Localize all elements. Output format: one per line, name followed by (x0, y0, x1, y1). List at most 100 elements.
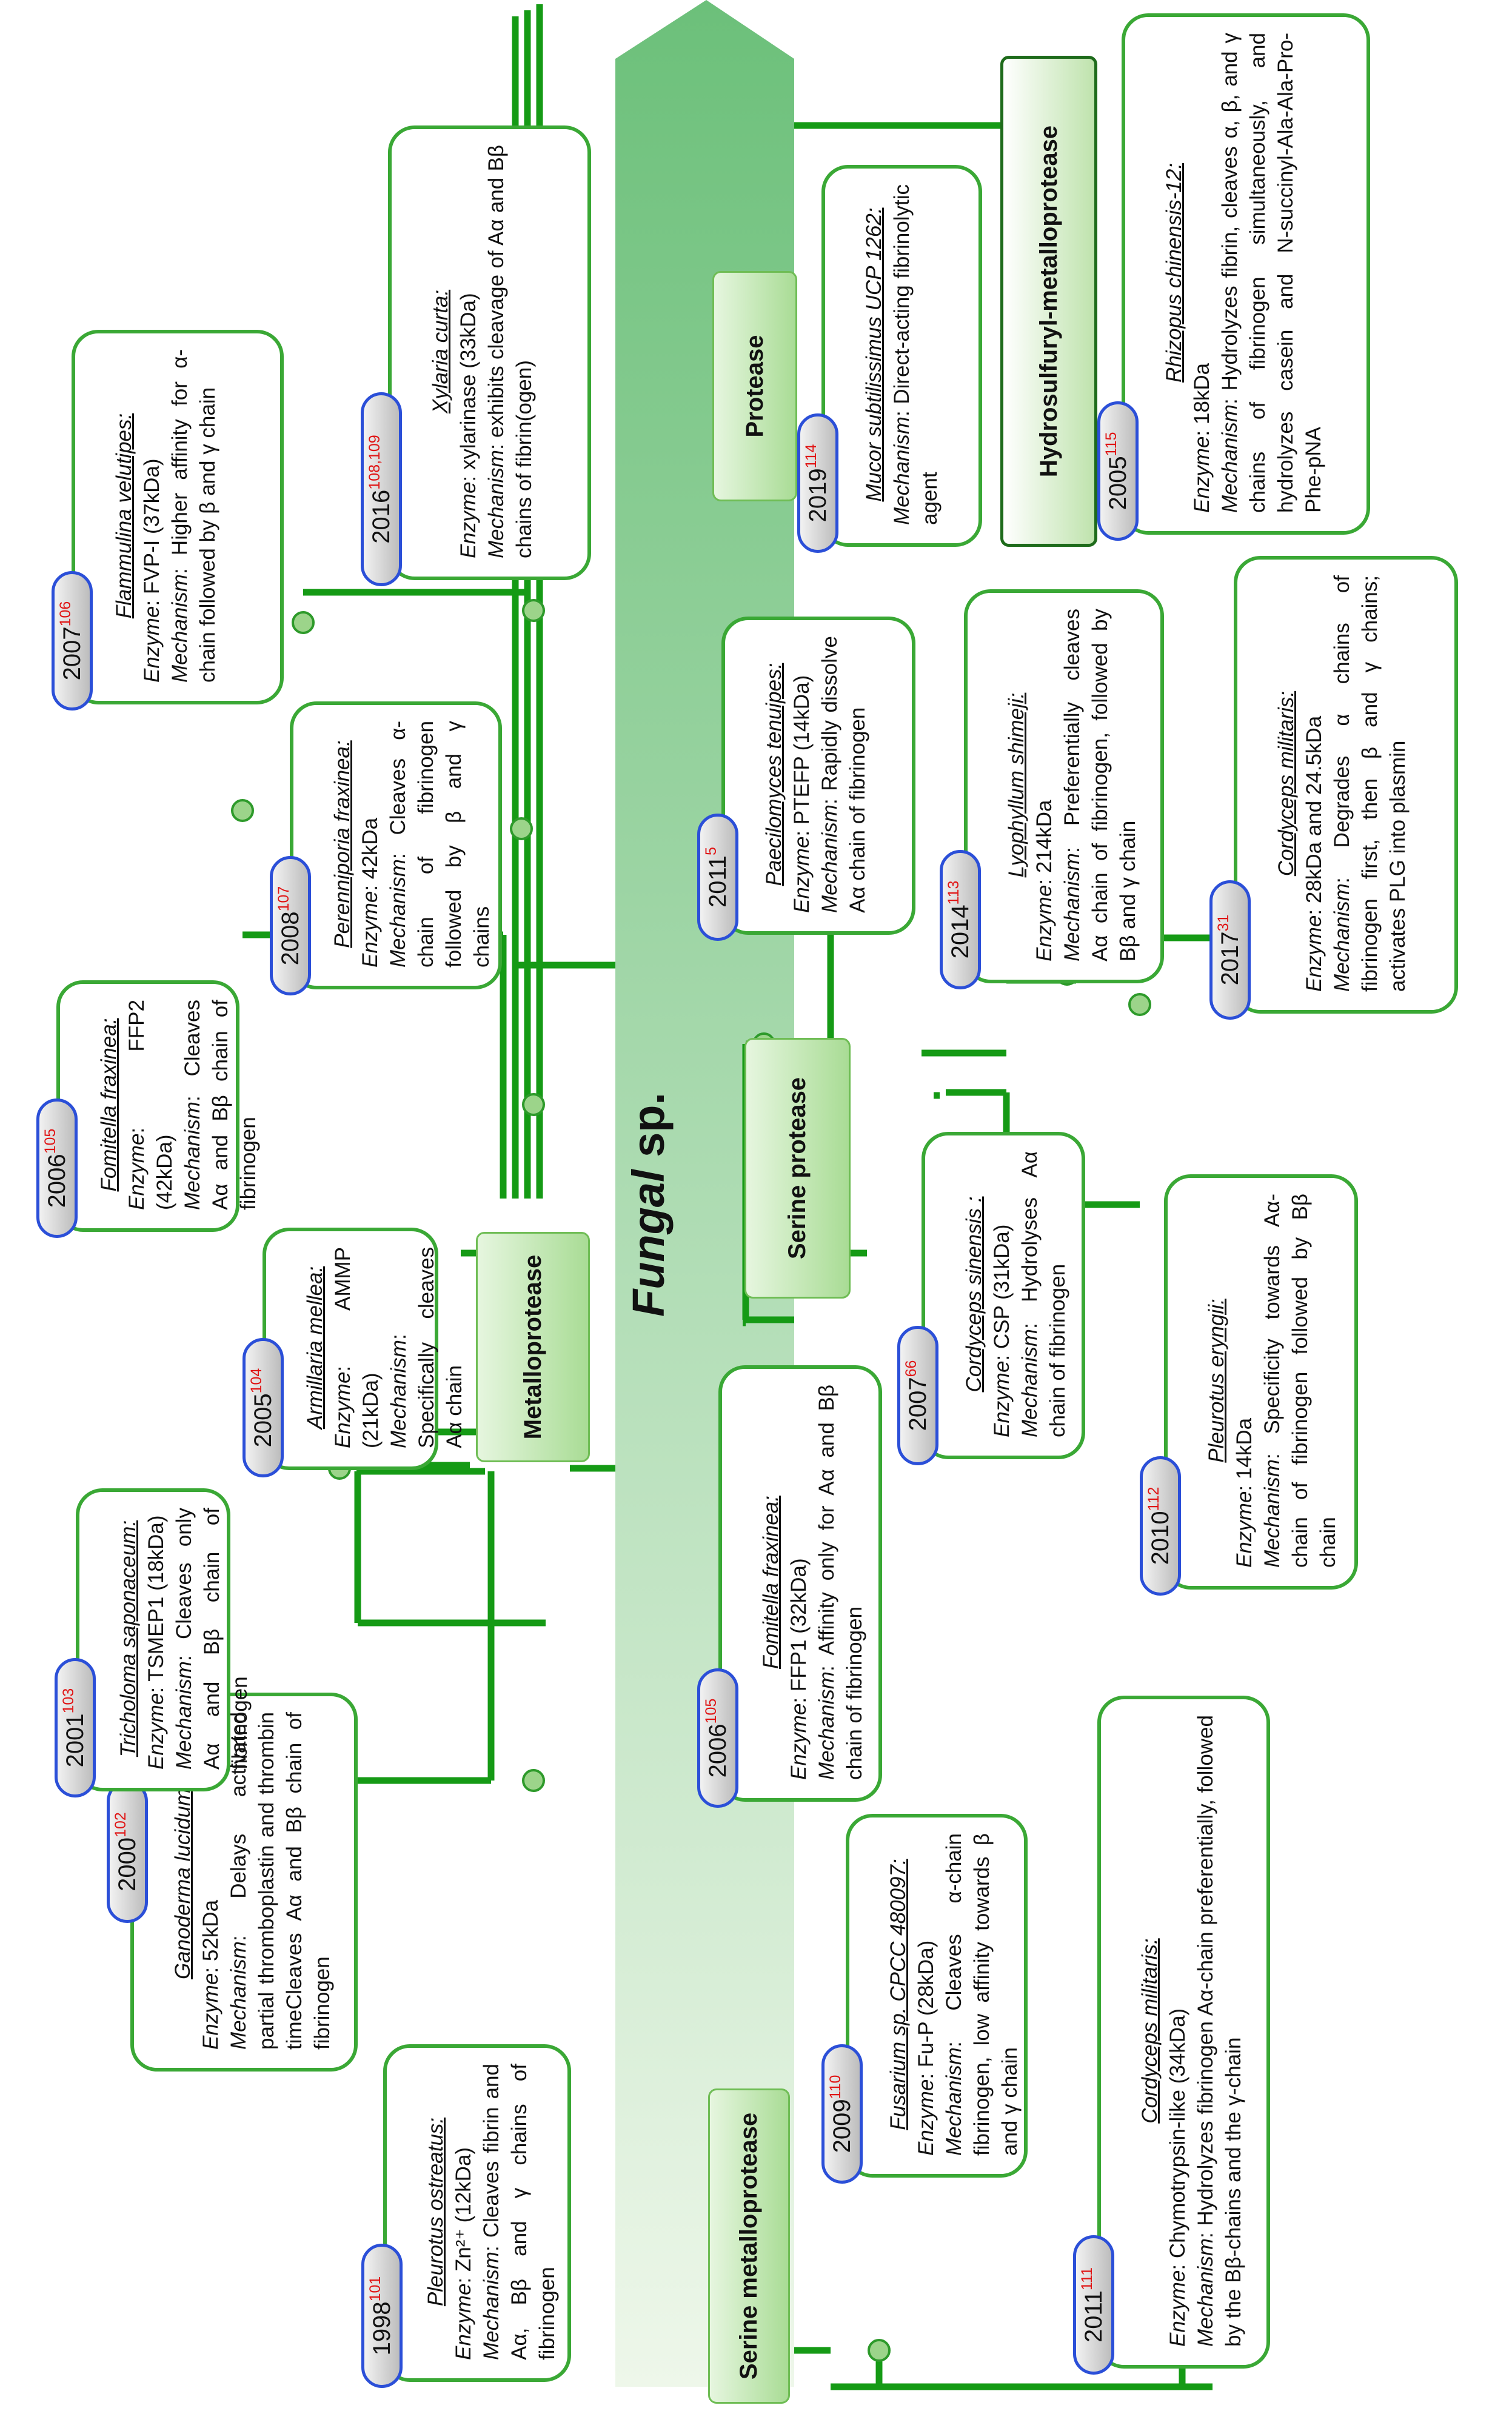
species-name: Pleurotus eryngii: (1205, 1299, 1228, 1463)
year-badge: 2006105 (36, 1098, 78, 1238)
species-name: Cordyceps militaris: (1274, 691, 1298, 877)
entry-rhizopus-chinensis: Rhizopus chinensis-12: Enzyme: 18kDa Mec… (1122, 13, 1370, 535)
species-name: Lyophyllum shimeji: (1005, 692, 1028, 878)
entry-paecilomyces-tenuipes: Paecilomyces tenuipes: Enzyme: PTEFP (14… (721, 617, 915, 935)
species-name: Paecilomyces tenuipes: (762, 663, 786, 886)
year-badge: 2007106 (52, 571, 93, 711)
entry-pleurotus-eryngii: Pleurotus eryngii: Enzyme: 14kDa Mechani… (1164, 1174, 1358, 1590)
mechanism-line: Mechanism: Direct-acting fibrinolytic ag… (890, 184, 942, 525)
year-badge: 2008107 (270, 856, 311, 995)
enzyme-line: Enzyme: FFP2 (42kDa) (125, 1000, 176, 1210)
entry-armillaria-mellea: Armillaria mellea: Enzyme: AMMP (21kDa) … (263, 1228, 466, 1470)
node-dot (522, 1769, 545, 1792)
entry-flammulina-velutipes: Flammulina velutipes: Enzyme: FVP-I (37k… (72, 330, 284, 704)
node-dot (868, 2339, 891, 2362)
species-name: Perenniporia fraxinea: (330, 740, 354, 948)
enzyme-line: Enzyme: 214kDa (1032, 800, 1056, 961)
mechanism-line: Mechanism: Cleaves only Aα and Bβ chain … (172, 1508, 252, 1770)
year-badge: 2010112 (1140, 1456, 1181, 1596)
species-name: Cordyceps militaris: (1138, 1938, 1162, 2124)
node-dot (510, 817, 533, 840)
enzyme-line: Enzyme: Fu-P (28kDa) (914, 1940, 938, 2156)
enzyme-line: Enzyme: 14kDa (1233, 1417, 1256, 1568)
species-name: Xylaria curta: (429, 289, 452, 414)
mechanism-line: Mechanism: Hydrolyzes fibrinogen Aα-chai… (1194, 1715, 1245, 2347)
year-badge: 2016108,109 (361, 392, 402, 586)
enzyme-line: Enzyme: 28kDa and 24.5kDa (1302, 715, 1326, 992)
mechanism-line: Mechanism: Higher affinity for α-chain f… (168, 349, 219, 683)
year-badge: 1998101 (361, 2244, 403, 2388)
species-name: Tricholoma saponaceum: (116, 1520, 140, 1757)
mechanism-line: Mechanism: Rapidly dissolve Aα chain of … (818, 636, 869, 913)
entry-lyophyllum-shimeji: Lyophyllum shimeji: Enzyme: 214kDa Mecha… (964, 589, 1164, 983)
species-name: Mucor subtilissimus UCP 1262: (862, 207, 886, 502)
enzyme-line: Enzyme: AMMP (21kDa) (331, 1247, 383, 1448)
enzyme-line: Enzyme: 42kDa (358, 817, 382, 968)
entry-fusarium: Fusarium sp. CPCC 480097: Enzyme: Fu-P (… (846, 1814, 1028, 2178)
entry-cordyceps-militaris-2017: Cordyceps militaris: Enzyme: 28kDa and 2… (1234, 556, 1458, 1014)
mechanism-line: Mechanism: Hydrolyzes fibrin, cleaves α,… (1218, 33, 1325, 513)
year-badge: 2000102 (107, 1781, 148, 1923)
entry-pleurotus-ostreatus: Pleurotus ostreatus: Enzyme: Zn²⁺ (12kDa… (383, 2044, 571, 2382)
year-badge: 2014113 (940, 850, 981, 989)
entry-perenniporia-fraxinea: Perenniporia fraxinea: Enzyme: 42kDa Mec… (290, 701, 502, 989)
year-badge: 2006105 (697, 1668, 738, 1808)
species-name: Fusarium sp. CPCC 480097: (886, 1859, 910, 2130)
species-name: Pleurotus ostreatus: (424, 2117, 447, 2307)
mechanism-line: Mechanism: Specifically cleaves Aα chain (387, 1247, 466, 1448)
enzyme-line: Enzyme: FFP1 (32kDa) (787, 1558, 811, 1780)
node-dot (522, 1093, 545, 1116)
enzyme-line: Enzyme: TSMEP1 (18kDa) (144, 1515, 168, 1770)
year-badge: 2005104 (243, 1338, 284, 1477)
mechanism-line: Mechanism: Degrades α chains of fibrinog… (1330, 575, 1410, 992)
title-rest-part: sp. (623, 1092, 674, 1170)
species-name: Fomitella fraxinea: (759, 1496, 783, 1669)
year-badge: 2009110 (821, 2044, 863, 2184)
entry-fomitella-fraxinea-ffp2: Fomitella fraxinea: Enzyme: FFP2 (42kDa)… (56, 980, 260, 1232)
species-name: Flammulina velutipes: (112, 413, 136, 619)
mechanism-line: Mechanism: Cleaves Aα and Bβ chain of fi… (181, 1000, 260, 1210)
diagram-title: Fungal sp. (621, 992, 676, 1417)
title-italic-part: Fungal (623, 1169, 674, 1317)
mechanism-line: Mechanism: Hydrolyses Aα chain of fibrin… (1018, 1151, 1069, 1437)
species-name: Armillaria mellea: (303, 1266, 327, 1430)
mechanism-line: Mechanism: exhibits cleavage of Aα and B… (484, 145, 536, 558)
mechanism-line: Mechanism: Cleaves α-chain of fibrinogen… (386, 721, 493, 968)
enzyme-line: Enzyme: 18kDa (1190, 363, 1214, 513)
entry-tricholoma-saponaceum: Tricholoma saponaceum: Enzyme: TSMEP1 (1… (76, 1488, 252, 1791)
entry-fomitella-fraxinea-ffp1: Fomitella fraxinea: Enzyme: FFP1 (32kDa)… (718, 1365, 882, 1802)
category-hydrosulfuryl-metalloprotease: Hydrosulfuryl-metalloprotease (1000, 56, 1097, 547)
entry-mucor-subtilissimus: Mucor subtilissimus UCP 1262: Mechanism:… (821, 165, 982, 547)
node-dot (292, 611, 315, 634)
year-badge: 201731 (1209, 880, 1251, 1020)
node-dot (522, 599, 545, 622)
category-serine-protease: Serine protease (744, 1038, 851, 1299)
entry-xylaria-curta: Xylaria curta: Enzyme: xylarinase (33kDa… (388, 125, 591, 580)
year-badge: 20115 (697, 814, 738, 941)
mechanism-line: Mechanism: Cleaves fibrin and Aα, Bβ and… (480, 2064, 559, 2360)
enzyme-line: Enzyme: xylarinase (33kDa) (457, 293, 480, 558)
node-dot (1128, 993, 1151, 1016)
year-badge: 200766 (897, 1326, 938, 1465)
year-badge: 2011111 (1073, 2235, 1114, 2375)
node-dot (231, 799, 254, 822)
mechanism-line: Mechanism: Affinity only for Aα and Bβ c… (815, 1385, 866, 1780)
species-name: Cordyceps sinensis : (962, 1196, 986, 1393)
entry-cordyceps-militaris-2011: Cordyceps militaris: Enzyme: Chymotrypsi… (1097, 1696, 1270, 2369)
category-protease: Protease (712, 271, 797, 501)
year-badge: 2001103 (55, 1658, 96, 1797)
entry-cordyceps-sinensis: Cordyceps sinensis : Enzyme: CSP (31kDa)… (922, 1132, 1085, 1459)
enzyme-line: Enzyme: PTEFP (14kDa) (790, 675, 814, 913)
species-name: Rhizopus chinensis-12: (1162, 163, 1186, 383)
category-metalloprotease: Metalloprotease (476, 1232, 590, 1462)
year-badge: 2005115 (1097, 401, 1139, 541)
mechanism-line: Mechanism: Preferentially cleaves Aα cha… (1060, 609, 1140, 961)
mechanism-line: Mechanism: Specificity towards Aα-chain … (1260, 1194, 1340, 1568)
enzyme-line: Enzyme: CSP (31kDa) (990, 1224, 1014, 1437)
enzyme-line: Enzyme: Zn²⁺ (12kDa) (452, 2147, 475, 2360)
mechanism-line: Mechanism: Cleaves α-chain fibrinogen, l… (942, 1833, 1022, 2156)
enzyme-line: Enzyme: Chymotrypsin-like (34kDa) (1166, 2008, 1189, 2347)
year-badge: 2019114 (797, 413, 838, 553)
species-name: Fomitella fraxinea: (97, 1018, 121, 1192)
